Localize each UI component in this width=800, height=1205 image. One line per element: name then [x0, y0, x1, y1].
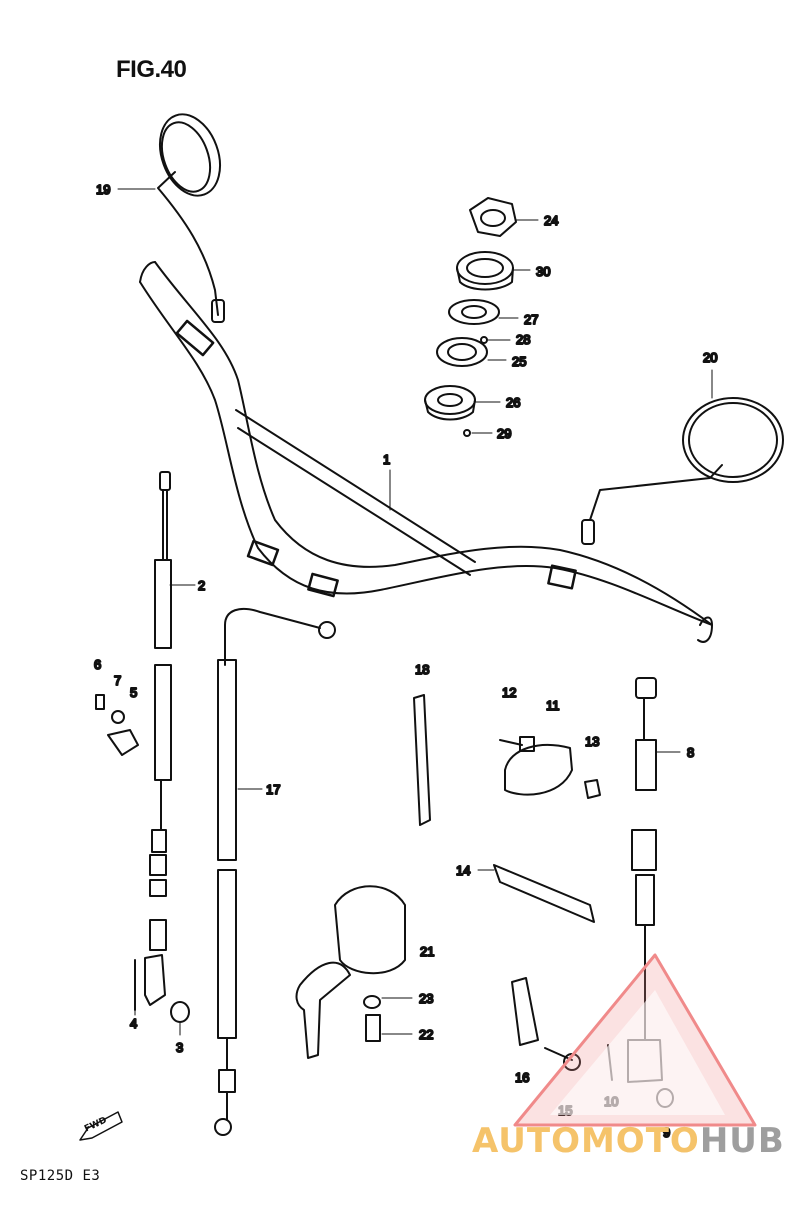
- callout-25: 25: [512, 354, 526, 369]
- cable-clamp: [499, 736, 601, 799]
- callout-21: 21: [420, 944, 434, 959]
- mirror-left: [157, 113, 225, 323]
- lever-bracket: [95, 694, 139, 756]
- callout-6: 6: [94, 657, 101, 672]
- handlebar: [139, 261, 713, 643]
- callout-20: 20: [703, 350, 717, 365]
- callout-17: 17: [266, 782, 280, 797]
- callout-22: 22: [419, 1027, 433, 1042]
- callout-26: 26: [506, 395, 520, 410]
- callout-11: 11: [546, 698, 560, 713]
- figure-title: FIG.40: [116, 56, 187, 83]
- nut-stack: [424, 197, 517, 437]
- callout-16: 16: [515, 1070, 529, 1085]
- callout-29: 29: [497, 426, 511, 441]
- callout-9: 9: [663, 1125, 670, 1140]
- callout-2: 2: [198, 578, 205, 593]
- callout-18: 18: [415, 662, 429, 677]
- callout-3: 3: [176, 1040, 183, 1055]
- callout-19: 19: [96, 182, 110, 197]
- direction-arrow: [79, 1111, 123, 1141]
- model-code: SP125D E3: [20, 1168, 101, 1184]
- watermark-logo: AUTOMOTOHUB: [472, 1121, 785, 1161]
- callout-28: 28: [516, 332, 530, 347]
- callout-5: 5: [130, 685, 137, 700]
- callout-8: 8: [687, 745, 694, 760]
- mirror-right: [581, 397, 784, 545]
- throttle-cable: [214, 607, 336, 1136]
- callout-1: 1: [383, 452, 390, 467]
- callout-7: 7: [114, 673, 121, 688]
- watermark-text-b: HUB: [699, 1121, 785, 1161]
- callout-24: 24: [544, 213, 558, 228]
- clutch-cable: [134, 471, 190, 1023]
- callout-13: 13: [585, 734, 599, 749]
- callout-23: 23: [419, 991, 433, 1006]
- callout-4: 4: [130, 1016, 137, 1031]
- ignition-switch: [295, 885, 406, 1059]
- callout-30: 30: [536, 264, 550, 279]
- watermark-triangle: [513, 953, 757, 1127]
- callout-27: 27: [524, 312, 538, 327]
- watermark-text-a: AUTOMOTO: [472, 1121, 700, 1161]
- callout-12: 12: [502, 685, 516, 700]
- callout-14: 14: [456, 863, 470, 878]
- strap-14: [493, 864, 595, 923]
- tie-strap-18: [413, 694, 431, 826]
- callout-layer: 1 2 4 3 5 6 7 8 9 10 11 12 13 14 15 16 1…: [93, 181, 718, 1141]
